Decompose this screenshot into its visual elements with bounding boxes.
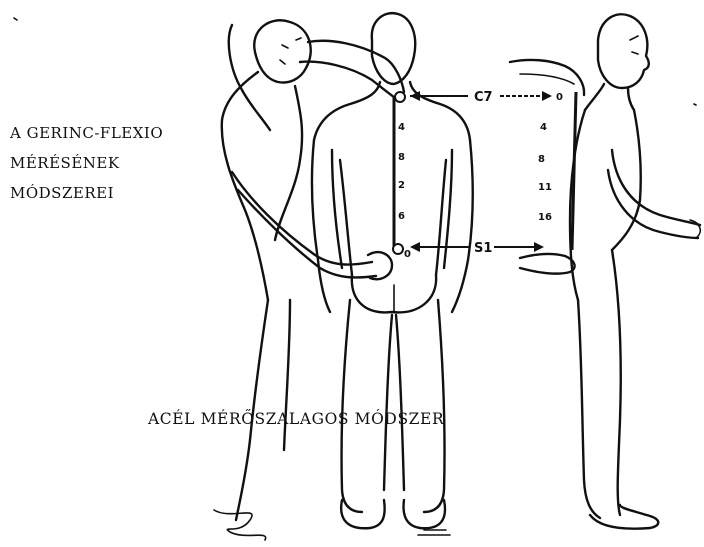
diagram-title: A GERINC-FLEXIO MÉRÉSÉNEK MÓDSZEREI [10, 118, 163, 208]
title-line: A GERINC-FLEXIO [10, 118, 163, 148]
s1-label: S1 [474, 241, 492, 256]
center-tick-label: 4 [398, 122, 405, 133]
right-tick-label: 4 [540, 122, 547, 133]
center-tick-label: 6 [398, 211, 405, 222]
examiner-figure-left [214, 20, 404, 540]
method-caption: ACÉL MÉRŐSZALAGOS MÓDSZER [148, 410, 444, 428]
center-tick-label: 8 [398, 152, 405, 163]
center-tick-label: 0 [404, 249, 411, 260]
c7-point-marker [395, 92, 405, 102]
right-tick-label: 16 [538, 212, 552, 223]
c7-arrow [410, 91, 468, 101]
title-line: MÉRÉSÉNEK [10, 148, 163, 178]
s1-point-marker [393, 244, 403, 254]
s1-right-arrow [494, 242, 544, 252]
right-tick-label: 11 [538, 182, 552, 193]
right-tick-label: 8 [538, 154, 545, 165]
c7-label: C7 [474, 90, 493, 105]
right-measuring-tape [572, 92, 576, 250]
c7-right-arrow [500, 91, 552, 101]
subject-figure-right [510, 14, 700, 528]
center-tick-label: 2 [398, 180, 405, 191]
title-line: MÓDSZEREI [10, 178, 163, 208]
right-arrow-label: 0 [556, 92, 563, 103]
